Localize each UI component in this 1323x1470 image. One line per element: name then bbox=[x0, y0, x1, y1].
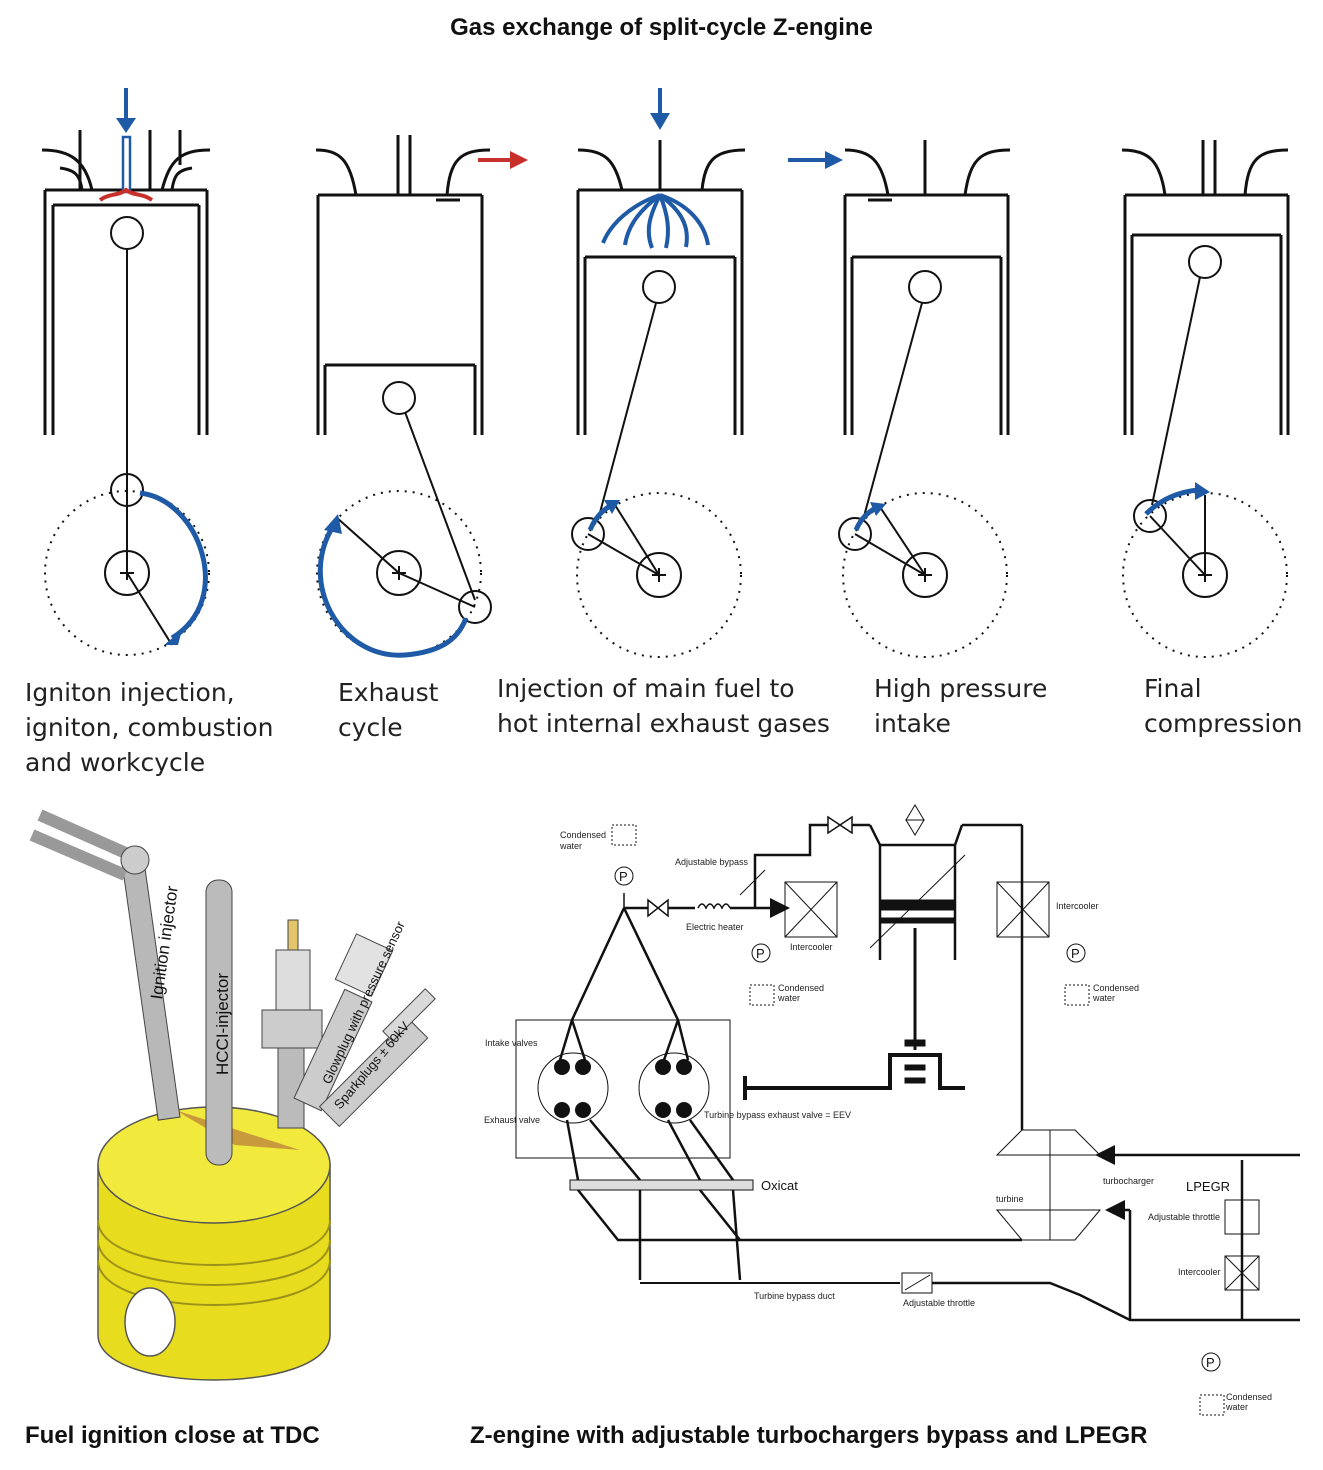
pump-label-3: P bbox=[1071, 946, 1080, 961]
stage-5-crank bbox=[1122, 245, 1288, 658]
adjustable-throttle-label-2: Adjustable throttle bbox=[903, 1298, 975, 1308]
condensed-water-label-2: Condensed bbox=[778, 983, 824, 993]
stage-3-diagram bbox=[576, 140, 746, 435]
lpegr-label: LPEGR bbox=[1186, 1179, 1230, 1194]
pump-label-2: P bbox=[756, 946, 765, 961]
stage-1-arrow bbox=[98, 88, 154, 202]
condensed-water-label-2b: water bbox=[777, 993, 800, 1003]
turbo-schematic-labels: Condensed water Adjustable bypass Electr… bbox=[484, 830, 1272, 1412]
exhaust-valve-label: Exhaust valve bbox=[484, 1115, 540, 1125]
turbine-label: turbine bbox=[996, 1194, 1024, 1204]
stage-1-crank bbox=[44, 216, 210, 656]
condensed-water-label-1b: water bbox=[559, 841, 582, 851]
schematic-caption: Z-engine with adjustable turbochargers b… bbox=[470, 1422, 1148, 1449]
stage-2-diagram bbox=[315, 135, 491, 435]
piston-figure-caption: Fuel ignition close at TDC bbox=[25, 1422, 320, 1449]
turbocharger-label: turbocharger bbox=[1103, 1176, 1154, 1186]
stage-4-crank bbox=[838, 270, 1008, 658]
intercooler-label-2: Intercooler bbox=[1056, 901, 1099, 911]
condensed-water-label-4b: water bbox=[1225, 1402, 1248, 1412]
electric-heater-label: Electric heater bbox=[686, 922, 744, 932]
oxicat-label: Oxicat bbox=[761, 1178, 798, 1193]
stage-2-crank bbox=[316, 381, 492, 658]
pump-label-1: P bbox=[619, 869, 628, 884]
pump-label-4: P bbox=[1206, 1355, 1215, 1370]
hcci-injector-label: HCCI-injector bbox=[213, 973, 232, 1075]
stage-4-diagram bbox=[843, 140, 1011, 435]
intercooler-label-3: Intercooler bbox=[1178, 1267, 1221, 1277]
stage-3-crank bbox=[571, 270, 742, 658]
adjustable-bypass-label: Adjustable bypass bbox=[675, 857, 749, 867]
piston-figure: Ignition injector HCCI-injector Glowplug… bbox=[29, 809, 436, 1381]
turbine-bypass-valve-label: Turbine bypass exhaust valve = EEV bbox=[704, 1110, 851, 1120]
intercooler-label-1: Intercooler bbox=[790, 942, 833, 952]
condensed-water-label-4: Condensed bbox=[1226, 1392, 1272, 1402]
condensed-water-label-1: Condensed bbox=[560, 830, 606, 840]
condensed-water-label-3: Condensed bbox=[1093, 983, 1139, 993]
turbine-bypass-duct-label: Turbine bypass duct bbox=[754, 1291, 835, 1301]
stage-3-fuel-spray bbox=[601, 193, 710, 249]
turbo-schematic bbox=[515, 804, 1300, 1416]
intake-valves-label: Intake valves bbox=[485, 1038, 538, 1048]
figure-title: Gas exchange of split-cycle Z-engine bbox=[450, 14, 873, 41]
condensed-water-label-3b: water bbox=[1092, 993, 1115, 1003]
adjustable-throttle-label-1: Adjustable throttle bbox=[1148, 1212, 1220, 1222]
stage-5-diagram bbox=[1121, 140, 1290, 435]
